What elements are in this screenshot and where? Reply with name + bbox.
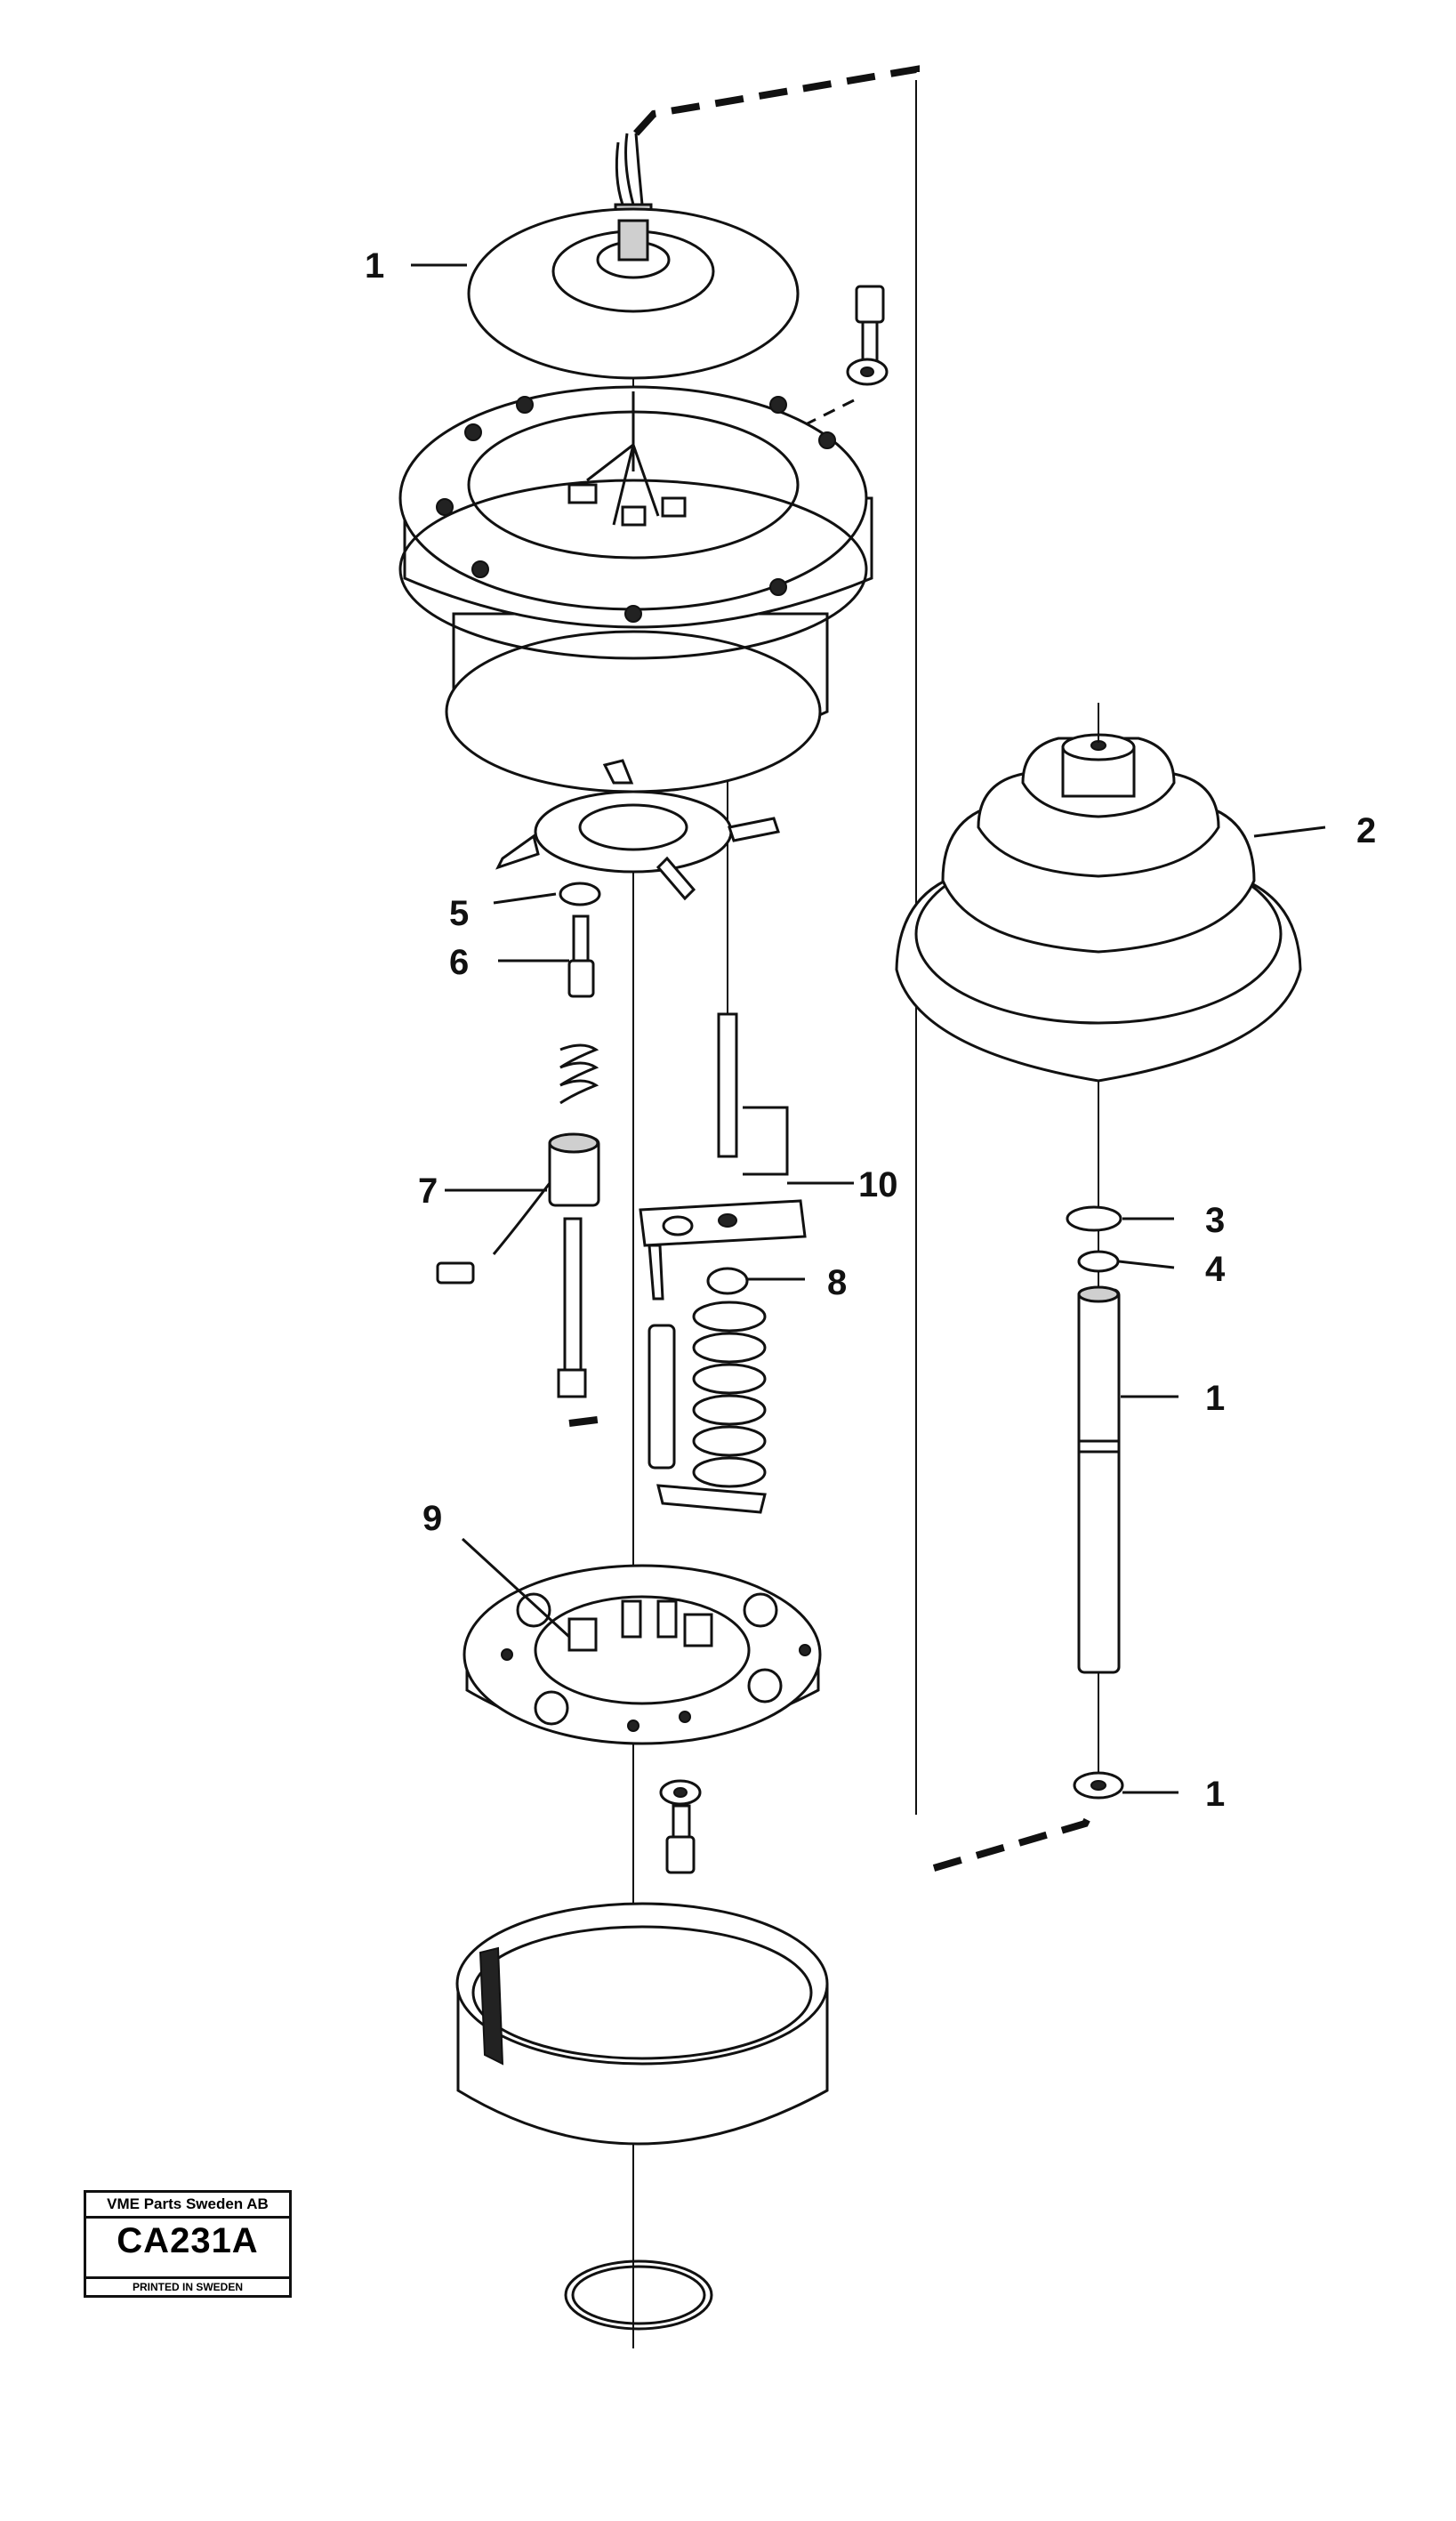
leader-5 <box>493 892 557 905</box>
parts-stamp: VME Parts Sweden AB CA231A PRINTED IN SW… <box>84 2190 292 2298</box>
spring-part <box>692 1301 767 1488</box>
housing-part <box>398 385 873 793</box>
shaft-part <box>1077 1285 1121 1674</box>
label-5: 5 <box>449 894 469 933</box>
snap-ring-part <box>564 2259 713 2331</box>
wire-terminals <box>567 391 687 527</box>
screw-and-washer-top-right <box>846 285 889 386</box>
lower-tab <box>656 1484 767 1514</box>
label-1-bottom: 1 <box>1205 1775 1225 1814</box>
gaiter-2-part <box>895 733 1302 1083</box>
label-6: 6 <box>449 943 469 982</box>
label-10: 10 <box>858 1165 898 1204</box>
leader-9 <box>461 1537 571 1639</box>
bracket-10-part <box>639 1199 807 1301</box>
label-2: 2 <box>1356 811 1376 850</box>
label-1-top: 1 <box>365 246 384 286</box>
label-4: 4 <box>1205 1250 1226 1289</box>
dashed-link-sensor <box>568 1415 606 1427</box>
label-3: 3 <box>1205 1201 1225 1240</box>
leader-2 <box>1253 826 1326 838</box>
stamp-company: VME Parts Sweden AB <box>86 2193 289 2219</box>
dashed-link-bottom <box>932 1813 1093 1872</box>
label-9: 9 <box>422 1499 442 1538</box>
label-8: 8 <box>827 1263 847 1302</box>
stamp-printed: PRINTED IN SWEDEN <box>86 2276 289 2295</box>
leader-10-bracket <box>743 1106 789 1176</box>
label-1-shaft: 1 <box>1205 1379 1225 1418</box>
sensor-7-part <box>436 1043 600 1398</box>
ring-4-part <box>1077 1250 1120 1273</box>
screw-6-part <box>567 914 595 998</box>
base-plate-9-part <box>463 1564 822 1745</box>
rod-upper <box>717 1012 738 1158</box>
washer-5-part <box>559 882 601 906</box>
bottom-screw-part <box>659 1779 702 1874</box>
bracket-ring <box>495 759 780 901</box>
label-7: 7 <box>418 1172 438 1211</box>
top-cover-part <box>467 207 800 380</box>
stamp-code: CA231A <box>117 2221 259 2260</box>
rod-lower <box>648 1324 676 1470</box>
bottom-washer-part <box>1073 1771 1124 1800</box>
washer-8-part <box>706 1267 749 1295</box>
leader-4 <box>1118 1260 1175 1269</box>
bottom-cup-part <box>455 1902 829 2146</box>
washer-3-part <box>1066 1205 1122 1232</box>
dashed-link-top <box>633 65 920 136</box>
